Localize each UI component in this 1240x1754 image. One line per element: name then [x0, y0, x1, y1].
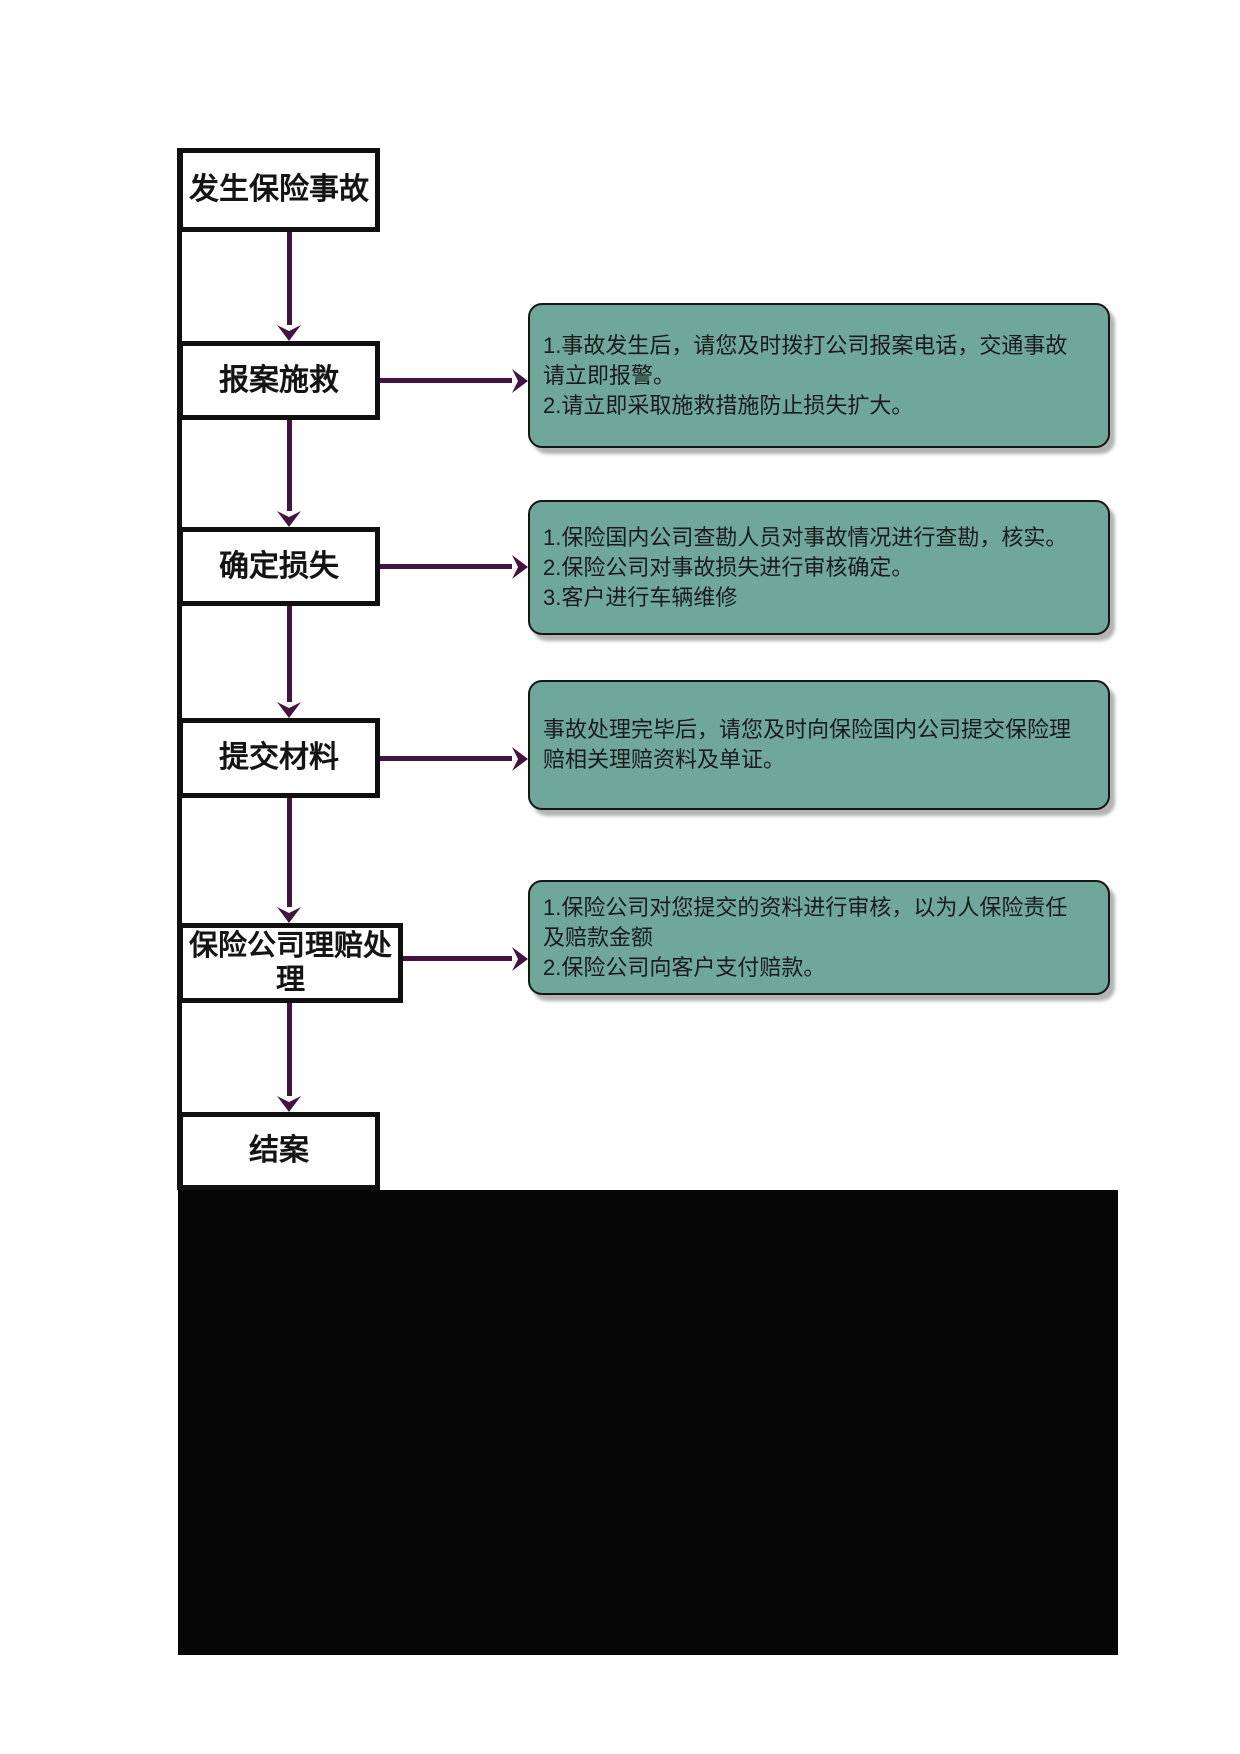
- arrowhead-down-icon: [277, 702, 301, 718]
- note-text: 事故处理完毕后，请您及时向保险国内公司提交保险理 赔相关理赔资料及单证。: [543, 717, 1072, 772]
- note-box-report-rescue: 1.事故发生后，请您及时拨打公司报案电话，交通事故 请立即报警。 2.请立即采取…: [528, 303, 1110, 448]
- step-box-claims-processing: 保险公司理赔处理: [178, 923, 403, 1003]
- step-label: 提交材料: [219, 741, 339, 774]
- note-text: 1.事故发生后，请您及时拨打公司报案电话，交通事故 请立即报警。 2.请立即采取…: [543, 332, 1068, 418]
- arrow-shaft: [287, 420, 292, 511]
- arrowhead-right-icon: [512, 369, 528, 393]
- arrowhead-down-icon: [277, 511, 301, 527]
- flow-left-rail: [177, 148, 182, 1190]
- arrowhead-right-icon: [512, 947, 528, 971]
- note-box-claims-processing: 1.保险公司对您提交的资料进行审核，以为人保险责任 及赔款金额 2.保险公司向客…: [528, 880, 1110, 995]
- step-box-submit-materials: 提交材料: [178, 718, 380, 798]
- arrowhead-right-icon: [512, 555, 528, 579]
- step-label: 结案: [249, 1134, 309, 1167]
- step-label: 报案施救: [219, 363, 339, 397]
- step-box-determine-loss: 确定损失: [178, 527, 380, 606]
- arrow-shaft: [380, 756, 512, 761]
- note-text: 1.保险国内公司查勘人员对事故情况进行查勘，核实。 2.保险公司对事故损失进行审…: [543, 524, 1068, 610]
- arrow-shaft: [287, 606, 292, 702]
- arrow-shaft: [380, 564, 512, 569]
- note-box-submit-materials: 事故处理完毕后，请您及时向保险国内公司提交保险理 赔相关理赔资料及单证。: [528, 680, 1110, 810]
- arrow-shaft: [403, 956, 512, 961]
- note-box-determine-loss: 1.保险国内公司查勘人员对事故情况进行查勘，核实。 2.保险公司对事故损失进行审…: [528, 500, 1110, 635]
- arrow-shaft: [380, 378, 512, 383]
- step-label: 保险公司理赔处理: [188, 930, 392, 996]
- arrowhead-down-icon: [277, 325, 301, 341]
- step-box-case-closed: 结案: [178, 1112, 380, 1190]
- arrowhead-right-icon: [512, 747, 528, 771]
- arrow-shaft: [287, 1003, 292, 1096]
- step-label: 发生保险事故: [189, 173, 369, 206]
- note-text: 1.保险公司对您提交的资料进行审核，以为人保险责任 及赔款金额 2.保险公司向客…: [543, 894, 1068, 980]
- step-box-report-rescue: 报案施救: [178, 341, 380, 420]
- step-label: 确定损失: [219, 549, 339, 583]
- arrow-shaft: [287, 232, 292, 325]
- arrow-shaft: [287, 798, 292, 907]
- redacted-black-region: [178, 1190, 1118, 1655]
- arrowhead-down-icon: [277, 907, 301, 923]
- arrowhead-down-icon: [277, 1096, 301, 1112]
- step-box-accident-occurs: 发生保险事故: [178, 148, 380, 232]
